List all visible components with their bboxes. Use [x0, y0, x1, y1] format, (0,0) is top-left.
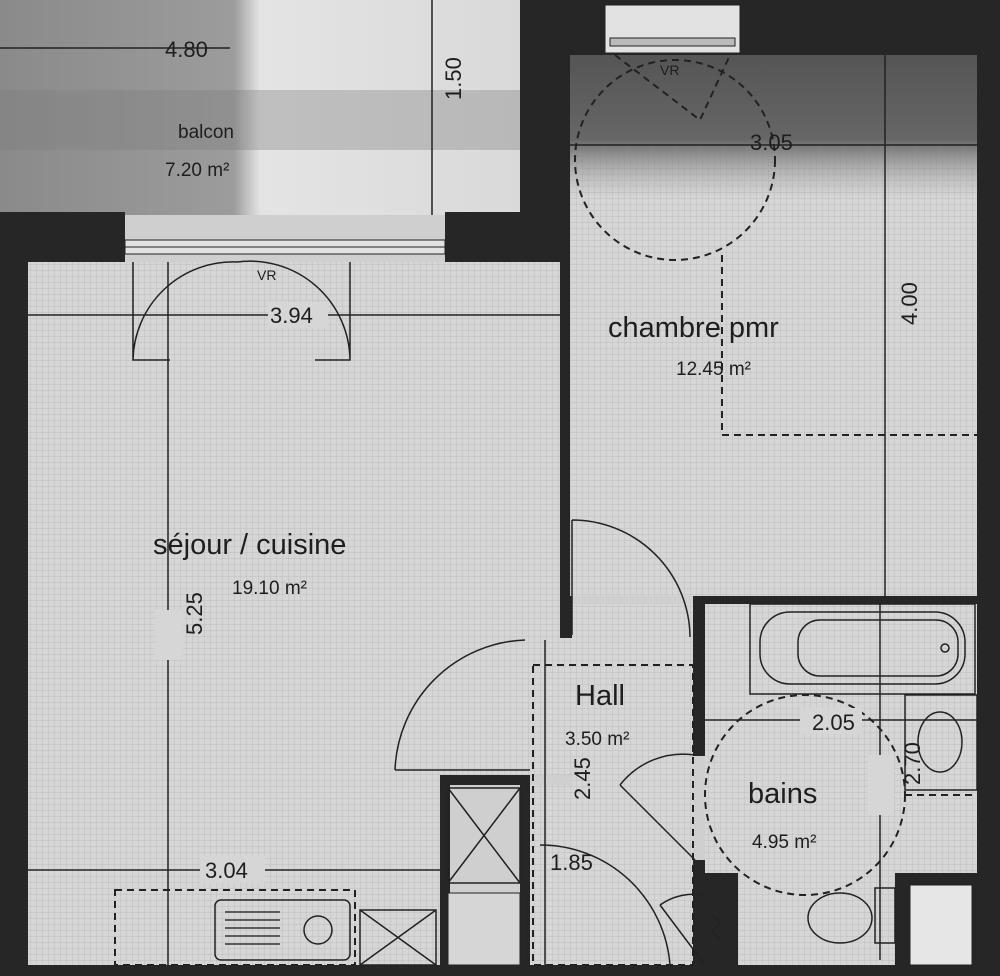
hall-depth-dimension: 2.45 [570, 757, 595, 800]
sejour-details: VR 3.94 séjour / cuisine 19.10 m² 5.25 3… [28, 260, 560, 966]
toilet [807, 892, 873, 944]
balcony-depth-dimension: 1.50 [441, 57, 466, 100]
chambre-depth-dimension: 4.00 [897, 282, 922, 325]
hall-area: 3.50 m² [565, 729, 629, 750]
chambre-width-dimension: 3.05 [750, 130, 793, 155]
bathtub [749, 603, 976, 695]
chambre-details: VR 3.05 4.00 chambre pmr 12.45 m² [570, 54, 977, 596]
balcony-area: 7.20 m² [165, 160, 229, 181]
hall-details: Hall 3.50 m² 2.45 1.85 [532, 519, 722, 966]
vr-sejour-label: VR [257, 267, 276, 283]
sink [214, 899, 351, 961]
sejour-floor [28, 262, 560, 775]
bains-depth-dimension: 2.70 [900, 742, 925, 785]
washbasin [917, 711, 963, 773]
washbasin-counter [904, 694, 978, 791]
kitchen-counter [114, 889, 356, 966]
sejour-top-dimension: 3.94 [270, 303, 313, 328]
sejour-name: séjour / cuisine [153, 529, 346, 561]
vr-chambre-label: VR [660, 62, 679, 78]
bains-details: 2.05 2.70 bains 4.95 m² [704, 603, 978, 960]
window-sejour [124, 239, 446, 255]
cooktop [359, 909, 437, 966]
cupboard [447, 787, 521, 884]
bains-name: bains [748, 778, 817, 810]
bains-width-dimension: 2.05 [812, 710, 855, 735]
chambre-area: 12.45 m² [676, 359, 751, 380]
chambre-name: chambre pmr [608, 312, 779, 344]
balcony-width-dimension: 4.80 [165, 37, 208, 62]
bains-floor [705, 604, 977, 873]
window-chambre [604, 4, 741, 54]
balcony: 4.80 1.50 balcon 7.20 m² [0, 0, 520, 215]
hall-width-dimension: 1.85 [550, 850, 593, 875]
sejour-depth-dimension: 5.25 [182, 592, 207, 635]
sejour-area: 19.10 m² [232, 578, 307, 599]
balcony-name: balcon [178, 122, 234, 143]
sejour-bottom-dimension: 3.04 [205, 858, 248, 883]
hall-name: Hall [575, 680, 625, 712]
bains-area: 4.95 m² [752, 832, 816, 853]
